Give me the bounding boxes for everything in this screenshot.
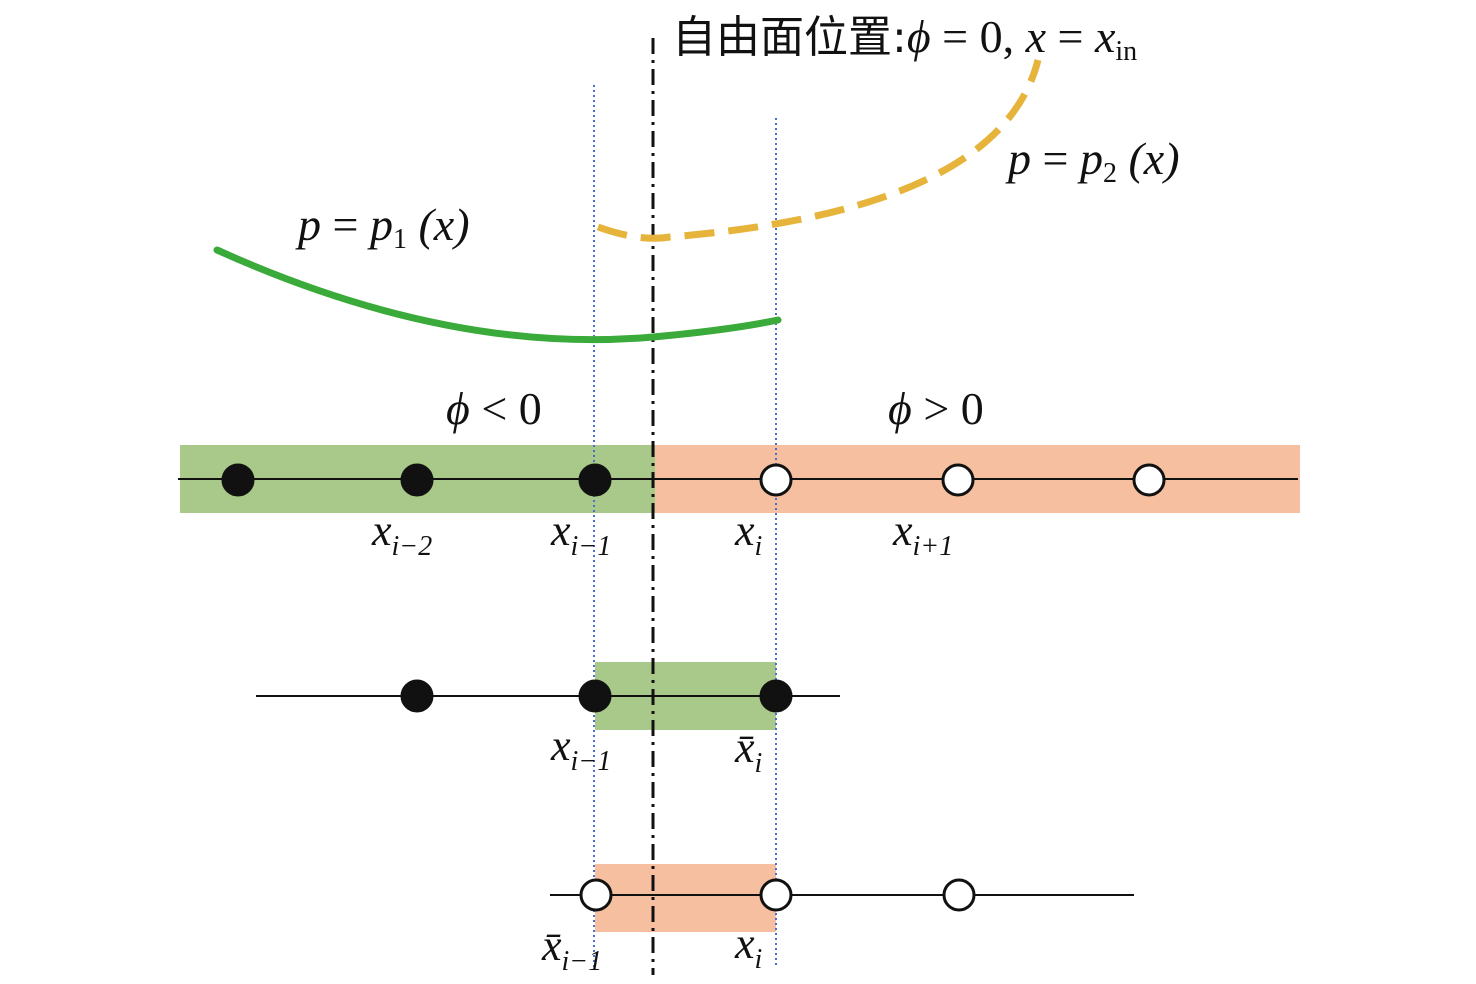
row3-label-right: xi bbox=[734, 919, 762, 975]
row1-label-3: xi bbox=[734, 506, 762, 562]
row3-node-3 bbox=[942, 878, 976, 912]
phi-positive-label: ϕ > 0 bbox=[888, 383, 984, 434]
row1-label-1: xi−2 bbox=[371, 506, 432, 562]
row1-node-6 bbox=[1132, 463, 1166, 497]
row2-node-2 bbox=[578, 679, 612, 713]
row1-label-4: xi+1 bbox=[892, 506, 953, 562]
row3-label-left: x̄i−1 bbox=[541, 921, 602, 977]
phi-negative-label: ϕ < 0 bbox=[446, 383, 542, 434]
row1-node-1 bbox=[221, 463, 255, 497]
row3-node-2 bbox=[759, 878, 793, 912]
row2-node-1 bbox=[400, 679, 434, 713]
curve-p2 bbox=[596, 59, 1042, 242]
p1-label: p = p1 (x) bbox=[295, 199, 470, 255]
row1-node-3 bbox=[578, 463, 612, 497]
row1-node-4 bbox=[759, 463, 793, 497]
row1-node-5 bbox=[941, 463, 975, 497]
row2-label-right: x̄i bbox=[734, 723, 762, 779]
curve-p1 bbox=[213, 246, 782, 344]
row3-node-1 bbox=[579, 878, 613, 912]
row1-label-2: xi−1 bbox=[550, 506, 611, 562]
row2-label-left: xi−1 bbox=[550, 721, 611, 777]
row2-node-3 bbox=[759, 679, 793, 713]
row3-extrapolated-region bbox=[595, 864, 776, 932]
p2-label: p = p2 (x) bbox=[1005, 133, 1180, 189]
row1-node-2 bbox=[400, 463, 434, 497]
interface-label: 自由面位置:ϕ = 0, x = xin bbox=[672, 11, 1137, 67]
